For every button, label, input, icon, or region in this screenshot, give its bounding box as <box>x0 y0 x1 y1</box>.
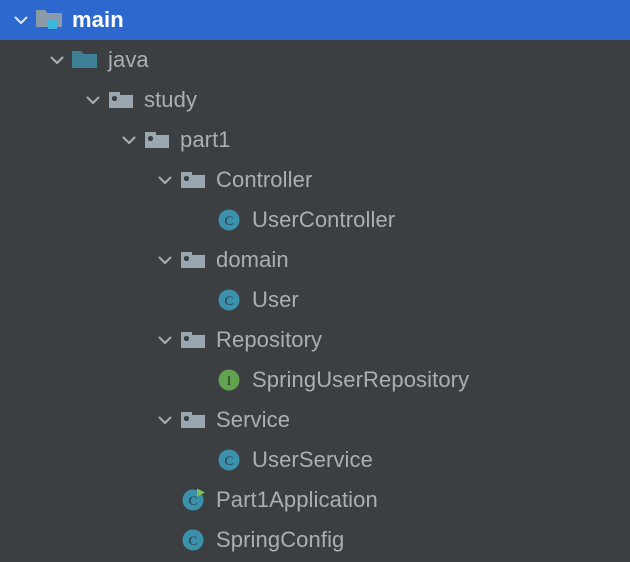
tree-row-label: main <box>72 7 124 32</box>
chevron-placeholder <box>188 367 214 393</box>
package-folder-icon <box>178 405 208 435</box>
tree-row-userservice[interactable]: C UserService <box>0 440 630 480</box>
svg-text:C: C <box>225 213 234 228</box>
chevron-placeholder <box>188 207 214 233</box>
tree-row-label: Repository <box>216 327 323 352</box>
indent-spacer <box>0 100 80 101</box>
tree-row-label: User <box>252 287 299 312</box>
indent-spacer <box>0 500 152 501</box>
tree-row-label: UserController <box>252 207 396 232</box>
java-class-icon: C <box>214 285 244 315</box>
indent-spacer <box>0 140 116 141</box>
indent-spacer <box>0 260 152 261</box>
indent-spacer <box>0 180 152 181</box>
indent-spacer <box>0 540 152 541</box>
tree-row-part1application[interactable]: C Part1Application <box>0 480 630 520</box>
chevron-down-icon[interactable] <box>8 7 34 33</box>
package-folder-icon <box>178 165 208 195</box>
package-folder-icon <box>142 125 172 155</box>
chevron-placeholder <box>188 287 214 313</box>
tree-row-springconfig[interactable]: C SpringConfig <box>0 520 630 560</box>
tree-row-domain[interactable]: domain <box>0 240 630 280</box>
tree-row-label: UserService <box>252 447 373 472</box>
tree-row-part1[interactable]: part1 <box>0 120 630 160</box>
chevron-down-icon[interactable] <box>116 127 142 153</box>
chevron-down-icon[interactable] <box>152 407 178 433</box>
java-class-icon: C <box>214 445 244 475</box>
svg-text:I: I <box>227 373 231 388</box>
java-class-icon: C <box>178 525 208 555</box>
svg-text:C: C <box>189 493 198 508</box>
tree-row-label: Part1Application <box>216 487 378 512</box>
tree-row-service[interactable]: Service <box>0 400 630 440</box>
tree-row-label: SpringConfig <box>216 527 345 552</box>
indent-spacer <box>0 420 152 421</box>
java-class-icon: C <box>214 205 244 235</box>
tree-row-springuserrepository[interactable]: I SpringUserRepository <box>0 360 630 400</box>
svg-text:C: C <box>225 453 234 468</box>
tree-row-study[interactable]: study <box>0 80 630 120</box>
tree-row-label: java <box>108 47 149 72</box>
java-interface-icon: I <box>214 365 244 395</box>
chevron-placeholder <box>152 527 178 553</box>
tree-row-main[interactable]: main <box>0 0 630 40</box>
indent-spacer <box>0 460 188 461</box>
tree-row-label: study <box>144 87 198 112</box>
chevron-down-icon[interactable] <box>80 87 106 113</box>
package-folder-icon <box>178 325 208 355</box>
indent-spacer <box>0 380 188 381</box>
tree-row-repository[interactable]: Repository <box>0 320 630 360</box>
indent-spacer <box>0 60 44 61</box>
tree-row-user[interactable]: C User <box>0 280 630 320</box>
chevron-down-icon[interactable] <box>152 167 178 193</box>
java-class-runnable-icon: C <box>178 485 208 515</box>
package-folder-icon <box>178 245 208 275</box>
chevron-down-icon[interactable] <box>44 47 70 73</box>
tree-row-java[interactable]: java <box>0 40 630 80</box>
tree-row-label: part1 <box>180 127 231 152</box>
tree-row-label: domain <box>216 247 289 272</box>
indent-spacer <box>0 300 188 301</box>
chevron-placeholder <box>152 487 178 513</box>
chevron-down-icon[interactable] <box>152 247 178 273</box>
module-folder-icon <box>34 5 64 35</box>
svg-text:C: C <box>225 293 234 308</box>
tree-row-usercontroller[interactable]: C UserController <box>0 200 630 240</box>
indent-spacer <box>0 220 188 221</box>
indent-spacer <box>0 340 152 341</box>
tree-row-label: Controller <box>216 167 313 192</box>
chevron-placeholder <box>188 447 214 473</box>
tree-row-label: SpringUserRepository <box>252 367 470 392</box>
svg-text:C: C <box>189 533 198 548</box>
indent-spacer <box>0 20 8 21</box>
tree-row-controller[interactable]: Controller <box>0 160 630 200</box>
tree-row-label: Service <box>216 407 291 432</box>
chevron-down-icon[interactable] <box>152 327 178 353</box>
package-folder-icon <box>106 85 136 115</box>
source-folder-icon <box>70 45 100 75</box>
